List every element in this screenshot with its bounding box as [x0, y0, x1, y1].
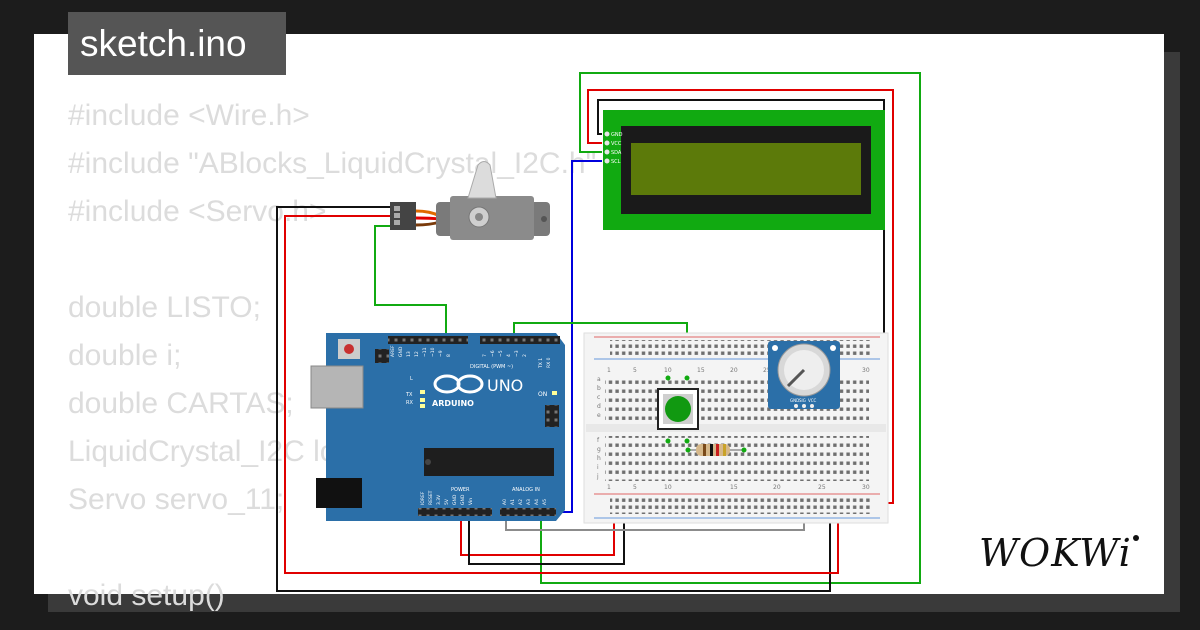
bb-col-number: 25: [763, 367, 771, 374]
arduino-bottom-pin-label: RESET: [428, 490, 434, 505]
arduino-brand: ARDUINO: [432, 399, 474, 408]
bb-col-number: 20: [730, 367, 738, 374]
arduino-top-pin-label: ~6: [490, 350, 496, 357]
arduino-led-label: L: [410, 376, 413, 382]
arduino-top-pin-label: 8: [446, 354, 452, 357]
lcd-module: GND VCC SDA SCL: [603, 110, 885, 230]
wires: [276, 72, 921, 592]
arduino-bottom-pin-label: GND: [452, 494, 458, 505]
bb-col-number: 5: [633, 484, 637, 491]
arduino-top-pin-label: 2: [522, 354, 528, 357]
arduino-bottom-pin-label: 3.3V: [436, 494, 442, 505]
arduino-bottom-pin-label: IOREF: [420, 491, 426, 505]
bb-col-number: 10: [664, 484, 672, 491]
arduino-on-label: ON: [538, 391, 547, 398]
code-line: #include <Wire.h>: [68, 99, 310, 132]
wokwi-logo-text: WOKWi: [979, 531, 1132, 575]
file-tab[interactable]: sketch.ino: [68, 12, 286, 75]
servo-motor: [390, 161, 550, 240]
code-line: double CARTAS;: [68, 387, 294, 420]
bb-col-number: 20: [773, 484, 781, 491]
code-line: void setup(): [68, 579, 225, 612]
arduino-bottom-pin-label: A0: [502, 499, 508, 505]
push-button: [657, 375, 699, 444]
pot-pin-label: VCC: [808, 398, 817, 403]
pot-pin-label: GND: [790, 398, 799, 403]
bb-col-number: 10: [664, 367, 672, 374]
arduino-model: UNO: [487, 376, 523, 395]
arduino-top-pin-label: 7: [482, 354, 488, 357]
file-tab-title: sketch.ino: [80, 23, 247, 64]
arduino-top-pin-label: AREF: [390, 345, 396, 357]
arduino-top-pin-label: ~5: [498, 350, 504, 357]
pot-pin-label: SIG: [799, 398, 806, 403]
arduino-bottom-pin-label: 5V: [444, 498, 450, 505]
bb-row-letter: e: [597, 412, 601, 419]
bb-col-number: 15: [730, 484, 738, 491]
code-line: #include <Servo.h>: [68, 195, 327, 228]
arduino-top-pin-label: ~9: [438, 350, 444, 357]
lcd-pin-label: SDA: [611, 150, 622, 156]
arduino-top-pin-label: TX 1: [538, 358, 544, 369]
bb-col-number: 15: [697, 367, 705, 374]
bb-row-letter: b: [597, 385, 601, 392]
arduino-bottom-pin-label: A5: [542, 499, 548, 505]
bb-col-number: 30: [862, 367, 870, 374]
bb-row-letter: g: [597, 446, 601, 453]
arduino-led-label: RX: [406, 400, 413, 406]
bb-col-number: 25: [818, 484, 826, 491]
potentiometer: GND SIG VCC: [768, 341, 840, 409]
arduino-bottom-pin-label: Vin: [468, 498, 474, 505]
code-line: #include "ABlocks_LiquidCrystal_I2C.h": [68, 147, 597, 180]
bb-col-number: 5: [633, 367, 637, 374]
arduino-bottom-pin-label: A2: [518, 499, 524, 505]
breadboard: 1 5 10 15 20 25 30 1 5 10 15 20 25 30 a …: [583, 332, 889, 524]
bb-col-number: 1: [607, 484, 611, 491]
arduino-bottom-pin-label: GND: [460, 494, 466, 505]
arduino-top-pin-label: 12: [414, 351, 420, 357]
bb-row-letter: f: [597, 437, 600, 444]
bb-col-number: 30: [862, 484, 870, 491]
arduino-digital-label: DIGITAL (PWM ~): [470, 364, 513, 370]
lcd-pin-label: VCC: [611, 141, 622, 147]
arduino-top-pin-label: 4: [506, 354, 512, 357]
code-line: double i;: [68, 339, 182, 372]
wokwi-logo: WOKWi: [979, 531, 1139, 575]
bb-row-letter: c: [597, 394, 600, 401]
bb-row-letter: d: [597, 403, 601, 410]
arduino-top-pin-label: 13: [406, 351, 412, 357]
bb-col-number: 1: [607, 367, 611, 374]
arduino-uno: UNO ARDUINO ON L TX RX DIGITAL (PWM ~) P…: [310, 333, 565, 521]
bb-row-letter: j: [596, 473, 599, 480]
arduino-bottom-pin-label: A1: [510, 499, 516, 505]
code-line: Servo servo_11;: [68, 483, 285, 516]
lcd-pin-label: SCL: [611, 159, 621, 165]
arduino-bottom-pin-label: A4: [534, 499, 540, 505]
arduino-top-pin-label: ~11: [422, 347, 428, 357]
arduino-top-pin-label: RX 0: [546, 357, 552, 368]
lcd-pin-label: GND: [611, 132, 623, 138]
bb-row-letter: h: [597, 455, 601, 462]
arduino-bottom-pin-label: A3: [526, 499, 532, 505]
arduino-power-label: POWER: [451, 487, 470, 493]
resistor: [685, 444, 747, 456]
bb-row-letter: i: [597, 464, 599, 471]
arduino-top-pin-label: ~10: [430, 347, 436, 357]
code-line: double LISTO;: [68, 291, 261, 324]
arduino-top-pin-label: ~3: [514, 350, 520, 357]
arduino-top-pin-label: GND: [398, 346, 404, 357]
arduino-analog-label: ANALOG IN: [512, 487, 540, 493]
arduino-led-label: TX: [405, 392, 413, 398]
bb-row-letter: a: [597, 376, 601, 383]
